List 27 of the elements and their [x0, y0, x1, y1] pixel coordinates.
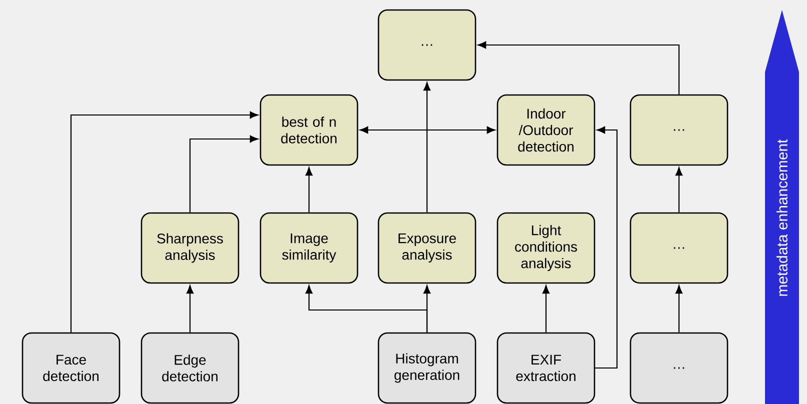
process-box: … [630, 332, 728, 404]
arrow [189, 135, 258, 212]
arrow [186, 285, 194, 332]
process-box: Image similarity [260, 212, 358, 284]
process-box: EXIF extraction [496, 332, 596, 404]
process-box: … [630, 212, 728, 284]
process-box: Edge detection [140, 332, 240, 404]
process-box: Exposure analysis [378, 212, 476, 284]
process-box: … [630, 94, 728, 166]
process-box: … [378, 9, 476, 81]
arrow-label: metadata enhancement [776, 139, 788, 296]
arrow [542, 285, 550, 332]
process-box: Histogram generation [378, 332, 476, 404]
arrow [675, 167, 683, 212]
arrow [423, 82, 431, 212]
process-box: best of n detection [260, 94, 358, 166]
process-box: Light conditions analysis [496, 212, 596, 284]
process-box: Indoor /Outdoor detection [496, 94, 596, 166]
process-box: Face detection [22, 332, 120, 404]
arrow [675, 285, 683, 332]
arrow [360, 126, 496, 134]
process-box: Sharpness analysis [140, 212, 240, 284]
arrow [305, 167, 313, 212]
arrow [595, 126, 618, 369]
arrow [423, 285, 431, 332]
arrow [478, 41, 680, 94]
arrow [70, 111, 258, 332]
